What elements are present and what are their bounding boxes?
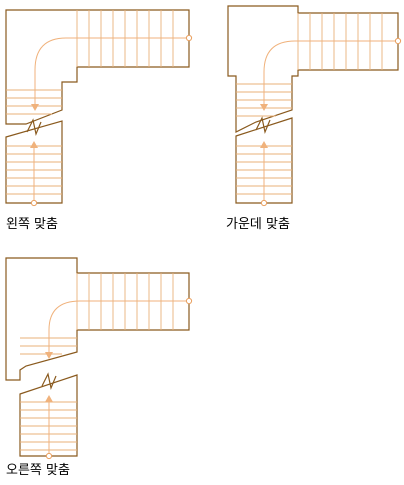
walk-arrow-up-head bbox=[30, 141, 38, 148]
walk-arrow-head bbox=[260, 104, 268, 111]
walk-line bbox=[263, 40, 398, 108]
stair-outline-upper bbox=[227, 5, 399, 133]
walk-arrow-up-head bbox=[260, 141, 268, 148]
label-right-alignment: 오른쪽 맞춤 bbox=[6, 463, 70, 478]
stair-outline-upper bbox=[5, 257, 190, 381]
stair-diagram-right bbox=[5, 257, 193, 460]
label-center-alignment: 가운데 맞춤 bbox=[226, 217, 290, 232]
stair-outline-lower bbox=[19, 374, 78, 457]
end-point-dot bbox=[394, 37, 402, 45]
break-mark bbox=[41, 372, 57, 391]
break-mark bbox=[26, 118, 42, 137]
walk-line bbox=[48, 300, 189, 356]
break-mark bbox=[255, 116, 271, 135]
walk-arrow-head bbox=[31, 104, 39, 111]
stair-outline-lower bbox=[5, 120, 63, 204]
label-left-alignment: 왼쪽 맞춤 bbox=[6, 217, 58, 232]
start-point-dot bbox=[45, 452, 53, 460]
walk-arrow-head bbox=[45, 352, 53, 359]
start-point-dot bbox=[260, 199, 268, 207]
stair-diagram-left bbox=[5, 9, 193, 207]
end-point-dot bbox=[185, 297, 193, 305]
walk-line bbox=[34, 37, 189, 108]
start-point-dot bbox=[30, 199, 38, 207]
stair-diagram-center bbox=[227, 5, 402, 207]
walk-arrow-up-head bbox=[45, 395, 53, 402]
end-point-dot bbox=[185, 34, 193, 42]
flight-treads-upper bbox=[6, 89, 62, 115]
stair-outline-lower bbox=[235, 117, 293, 204]
